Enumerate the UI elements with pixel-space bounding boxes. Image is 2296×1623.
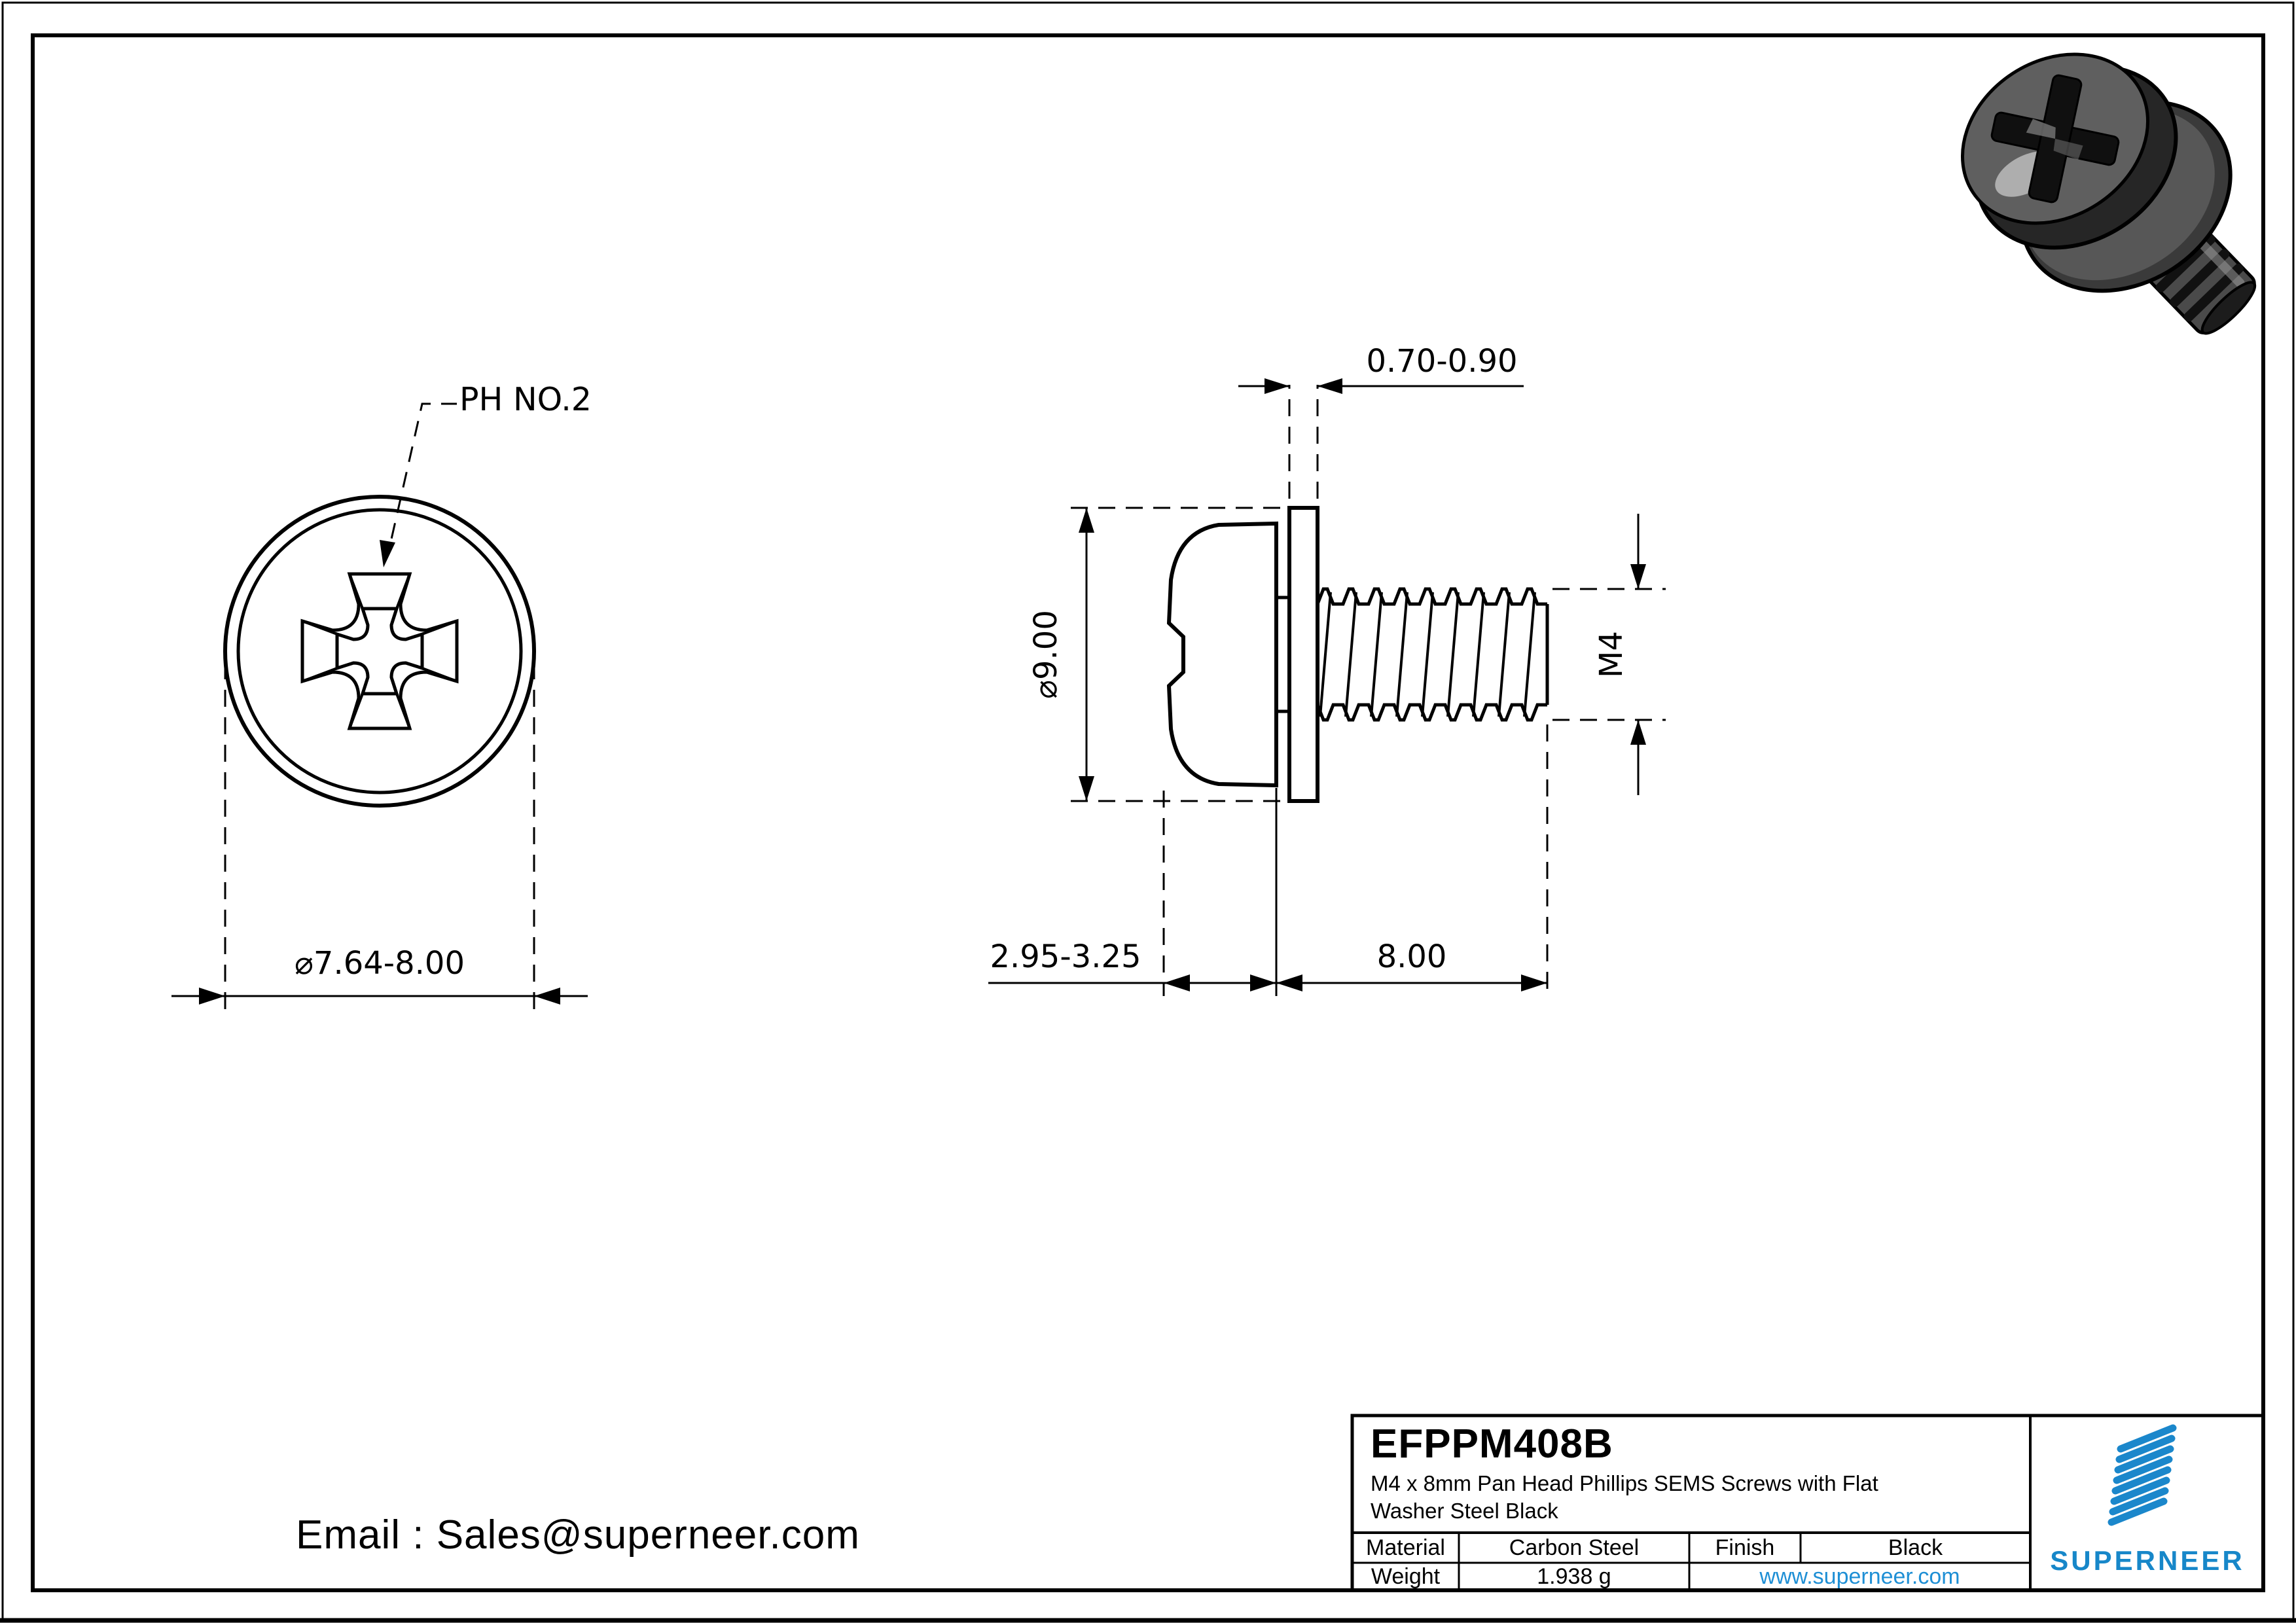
front-view	[171, 402, 588, 1013]
part-description-line2: Washer Steel Black	[1371, 1499, 1558, 1523]
side-view	[988, 378, 1666, 996]
head-inner-circle	[236, 508, 523, 794]
head-diameter-dimension	[171, 662, 588, 1013]
drive-leader	[380, 402, 457, 567]
phillips-inner-outline	[335, 607, 424, 696]
inner-border	[31, 33, 2265, 1592]
phillips-wing-lines	[302, 573, 457, 729]
head-outer-circle	[223, 495, 536, 808]
finish-label: Finish	[1715, 1535, 1775, 1560]
drive-type-label: PH NO.2	[459, 381, 592, 418]
head-height-text: 2.95-3.25	[990, 938, 1141, 975]
material-value: Carbon Steel	[1509, 1535, 1640, 1560]
screw-3d-phillips-cross	[1990, 74, 2120, 204]
weight-value: 1.938 g	[1537, 1563, 1611, 1589]
washer-thickness-text: 0.70-0.90	[1366, 343, 1518, 380]
washer-thickness-dimension	[1238, 378, 1524, 499]
phillips-outer-outline	[300, 572, 459, 730]
thread-length-text: 8.00	[1376, 938, 1447, 975]
arrowhead	[534, 988, 560, 1005]
washer-diameter-text: ⌀9.00	[1028, 610, 1064, 699]
shaft-end-cap	[2200, 281, 2257, 335]
pan-head-profile	[1166, 521, 1278, 788]
thread-size-dimension	[1552, 514, 1666, 795]
thread-profile	[1316, 587, 1549, 722]
part-number: EFPPM408B	[1371, 1421, 1613, 1467]
flat-washer-profile	[1287, 506, 1319, 803]
superneer-logo-icon	[2108, 1424, 2177, 1526]
thread-bottom-crests	[1316, 703, 1547, 722]
brand-wordmark: SUPERNEER	[2050, 1545, 2245, 1576]
finish-value: Black	[1888, 1535, 1943, 1560]
screw-3d-render	[1960, 52, 2257, 335]
title-block-border	[1350, 1414, 2265, 1592]
leader-arrowhead	[380, 540, 395, 567]
head-height-dimension	[988, 788, 1278, 996]
phillips-recess	[300, 572, 459, 730]
material-label: Material	[1366, 1535, 1445, 1560]
title-block-grid	[1350, 1414, 2265, 1592]
part-description-line1: M4 x 8mm Pan Head Phillips SEMS Screws w…	[1371, 1471, 1878, 1495]
washer-diameter-dimension	[1071, 507, 1284, 802]
weight-label: Weight	[1371, 1563, 1441, 1589]
head-diameter-text: ⌀7.64-8.00	[295, 945, 465, 982]
thread-length-dimension	[1276, 724, 1549, 996]
cross-facet-highlight	[2053, 139, 2083, 160]
sales-email-text: Email : Sales@superneer.com	[296, 1512, 860, 1558]
arrowhead	[199, 988, 225, 1005]
cross-facet-highlight	[2026, 118, 2056, 139]
website-link[interactable]: www.superneer.com	[1759, 1563, 1960, 1589]
thread-size-text: M4	[1593, 631, 1630, 678]
thread-helix-lines	[1319, 592, 1536, 717]
thread-top-crests	[1316, 587, 1547, 606]
